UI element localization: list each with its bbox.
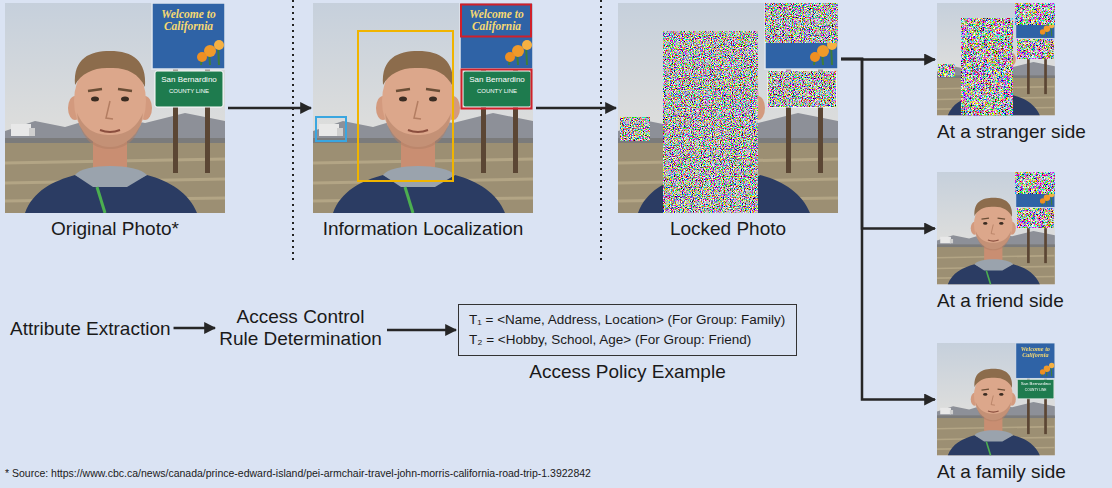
flow-arrow [228, 107, 311, 110]
photo-panel: Welcome to CaliforniaSan BernardinoCOUNT… [313, 3, 533, 240]
scene [5, 3, 225, 213]
flow-arrow [841, 59, 935, 229]
step-label: Access Control Rule Determination [217, 306, 384, 350]
scene [937, 343, 1055, 456]
photo-caption: Information Localization [313, 218, 533, 240]
photo-box: Welcome to CaliforniaSan BernardinoCOUNT… [313, 3, 533, 213]
policy-frame: T₁ = <Name, Address, Location> (For Grou… [458, 304, 797, 356]
face-box [358, 31, 453, 181]
photo-box [618, 3, 838, 213]
scene [313, 3, 533, 213]
sign-text: Welcome to California [463, 8, 530, 32]
vehicle-box [316, 117, 346, 141]
flow-arrow [387, 329, 456, 332]
step-label: Attribute Extraction [10, 318, 171, 340]
sign-text: COUNTY LINE [1017, 389, 1053, 393]
flow-arrow [841, 59, 935, 400]
policy-caption: Access Policy Example [458, 361, 797, 383]
photo-box: Welcome to CaliforniaSan BernardinoCOUNT… [937, 343, 1055, 456]
flow-arrow [536, 107, 616, 110]
photo-frame [937, 172, 1055, 285]
photo-frame [937, 3, 1055, 116]
photo-caption: At a friend side [937, 290, 1055, 312]
photo-panel: Welcome to CaliforniaSan BernardinoCOUNT… [937, 343, 1055, 483]
text-box [462, 70, 532, 109]
dotted-separator [600, 0, 602, 262]
sign-text: Welcome to California [1017, 346, 1053, 359]
photo [937, 172, 1055, 285]
photo-panel: At a stranger side [937, 3, 1055, 143]
photo-caption: Locked Photo [618, 218, 838, 240]
photo [5, 3, 225, 213]
photo-panel: Welcome to CaliforniaSan BernardinoCOUNT… [5, 3, 225, 240]
noise-lock [663, 31, 758, 213]
step-text: Attribute Extraction [10, 318, 171, 340]
noise-lock [961, 18, 1012, 116]
photo-panel: At a friend side [937, 172, 1055, 312]
policy-rule: T₂ = <Hobby, School, Age> (For Group: Fr… [469, 330, 786, 350]
photo [937, 3, 1055, 116]
noise-lock [1017, 39, 1053, 58]
noise-lock [1016, 3, 1055, 24]
sign-text: San Bernardino [463, 75, 531, 84]
sign-text: Welcome to California [155, 8, 222, 32]
noise-lock [938, 64, 954, 77]
sign-text: San Bernardino [155, 75, 223, 84]
photo [313, 3, 533, 213]
scene [937, 172, 1055, 285]
noise-lock [620, 117, 650, 141]
photo-caption: At a stranger side [937, 121, 1055, 143]
scene [618, 3, 838, 213]
dotted-separator [292, 0, 294, 262]
photo-box [937, 3, 1055, 116]
noise-lock [1016, 172, 1055, 193]
photo-box [937, 172, 1055, 285]
source-footnote: * Source: https://www.cbc.ca/news/canada… [5, 467, 591, 480]
photo-caption: Original Photo* [5, 218, 225, 240]
noise-lock [1017, 208, 1053, 227]
step-text: Access Control Rule Determination [217, 306, 384, 350]
text-box [461, 5, 531, 37]
policy-box: T₁ = <Name, Address, Location> (For Grou… [458, 304, 797, 383]
noise-lock [768, 71, 836, 107]
photo-frame: Welcome to CaliforniaSan BernardinoCOUNT… [5, 3, 225, 213]
noise-lock [765, 3, 838, 43]
photo-frame: Welcome to CaliforniaSan BernardinoCOUNT… [313, 3, 533, 213]
policy-rule: T₁ = <Name, Address, Location> (For Grou… [469, 310, 786, 330]
sign-text: COUNTY LINE [155, 88, 223, 95]
photo-frame: Welcome to CaliforniaSan BernardinoCOUNT… [937, 343, 1055, 456]
scene [937, 3, 1055, 116]
photo [618, 3, 838, 213]
photo-panel: Locked Photo [618, 3, 838, 240]
flow-arrow [174, 327, 215, 330]
photo-frame [618, 3, 838, 213]
sign-text: San Bernardino [1017, 382, 1053, 387]
photo-caption: At a family side [937, 461, 1055, 483]
sign-text: COUNTY LINE [463, 88, 531, 95]
photo [937, 343, 1055, 456]
photo-box: Welcome to CaliforniaSan BernardinoCOUNT… [5, 3, 225, 213]
